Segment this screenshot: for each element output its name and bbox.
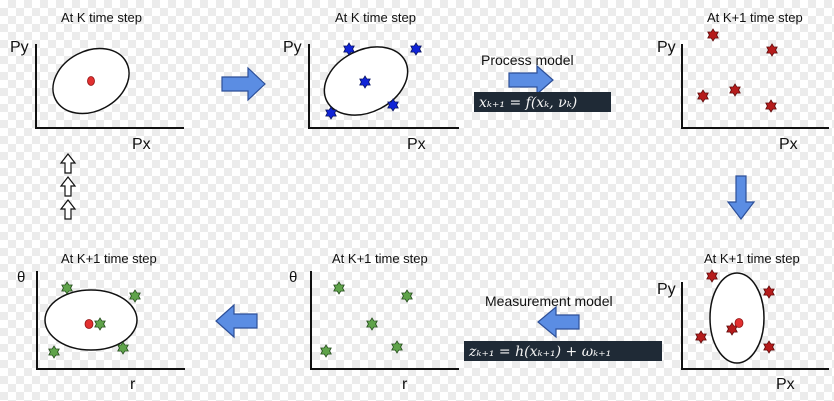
measurement-mean-dot xyxy=(84,319,94,329)
predicted-covariance-ellipse xyxy=(709,272,765,364)
measurement-star-marker xyxy=(61,281,73,295)
sigma-star-marker xyxy=(387,98,399,112)
predicted-star-marker xyxy=(763,285,775,299)
initial-mean-dot xyxy=(87,76,95,86)
measurement-distribution-y-label: θ xyxy=(17,269,25,286)
sigma-star-marker xyxy=(359,75,371,89)
initial-state-title: At K time step xyxy=(61,10,142,25)
up-arrow-icon xyxy=(59,176,77,197)
down-arrow-icon xyxy=(726,175,756,220)
measurement-star-marker xyxy=(401,289,413,303)
predicted-points-y-label: Py xyxy=(657,39,676,56)
measurement-star-marker xyxy=(320,344,332,358)
measurement-model-label: Measurement model xyxy=(485,293,613,309)
initial-state-panel: At K time step Py Px xyxy=(10,10,184,153)
measurement-points-x-label: r xyxy=(402,376,408,393)
predicted-mean-dot xyxy=(734,318,744,328)
predicted-distribution-x-label: Px xyxy=(776,376,795,393)
measurement-star-marker xyxy=(94,317,106,331)
measurement-star-marker xyxy=(391,340,403,354)
predicted-star-marker xyxy=(765,99,777,113)
measurement-star-marker xyxy=(117,341,129,355)
measurement-distribution-panel: At K+1 time step θ r xyxy=(17,251,185,393)
sigma-points-title: At K time step xyxy=(335,10,416,25)
sigma-star-marker xyxy=(343,42,355,56)
up-arrow-icon xyxy=(59,199,77,220)
predicted-distribution-title: At K+1 time step xyxy=(704,251,800,266)
predicted-distribution-panel: At K+1 time step Py Px xyxy=(657,251,829,393)
measurement-distribution-x-label: r xyxy=(130,376,136,393)
sigma-points-x-label: Px xyxy=(407,136,426,153)
measurement-star-marker xyxy=(129,289,141,303)
measurement-equation-box xyxy=(464,341,662,361)
right-arrow-icon xyxy=(508,64,554,96)
predicted-star-marker xyxy=(763,340,775,354)
measurement-points-panel: At K+1 time step θ r xyxy=(289,251,459,393)
predicted-points-x-label: Px xyxy=(779,136,798,153)
sigma-star-marker xyxy=(325,106,337,120)
process-equation-box xyxy=(474,92,611,112)
measurement-star-marker xyxy=(366,317,378,331)
predicted-points-title: At K+1 time step xyxy=(707,10,803,25)
predicted-star-marker xyxy=(707,28,719,42)
initial-state-y-label: Py xyxy=(10,39,29,56)
left-arrow-icon xyxy=(537,305,580,339)
left-arrow-icon xyxy=(215,303,258,339)
predicted-star-marker xyxy=(766,43,778,57)
measurement-star-marker xyxy=(48,345,60,359)
measurement-model-equation: zₖ₊₁ = h(xₖ₊₁) + ωₖ₊₁ xyxy=(468,344,611,360)
measurement-model-group: Measurement model zₖ₊₁ = h(xₖ₊₁) + ωₖ₊₁ xyxy=(464,293,662,361)
measurement-distribution-title: At K+1 time step xyxy=(61,251,157,266)
sigma-points-panel: At K time step Py Px xyxy=(283,10,459,153)
predicted-star-marker xyxy=(706,269,718,283)
process-model-label: Process model xyxy=(481,52,574,68)
measurement-points-title: At K+1 time step xyxy=(332,251,428,266)
up-arrow-icon xyxy=(59,153,77,174)
process-model-group: Process model xₖ₊₁ = f(xₖ, νₖ) xyxy=(474,52,611,112)
right-arrow-icon xyxy=(221,66,266,102)
measurement-star-marker xyxy=(333,281,345,295)
sigma-points-y-label: Py xyxy=(283,39,302,56)
initial-state-x-label: Px xyxy=(132,136,151,153)
predicted-star-marker xyxy=(697,89,709,103)
predicted-distribution-y-label: Py xyxy=(657,281,676,298)
predicted-star-marker xyxy=(695,330,707,344)
sigma-star-marker xyxy=(410,42,422,56)
process-model-equation: xₖ₊₁ = f(xₖ, νₖ) xyxy=(479,95,577,111)
predicted-points-panel: At K+1 time step Py Px xyxy=(657,10,829,153)
measurement-points-y-label: θ xyxy=(289,269,297,286)
predicted-star-marker xyxy=(729,83,741,97)
